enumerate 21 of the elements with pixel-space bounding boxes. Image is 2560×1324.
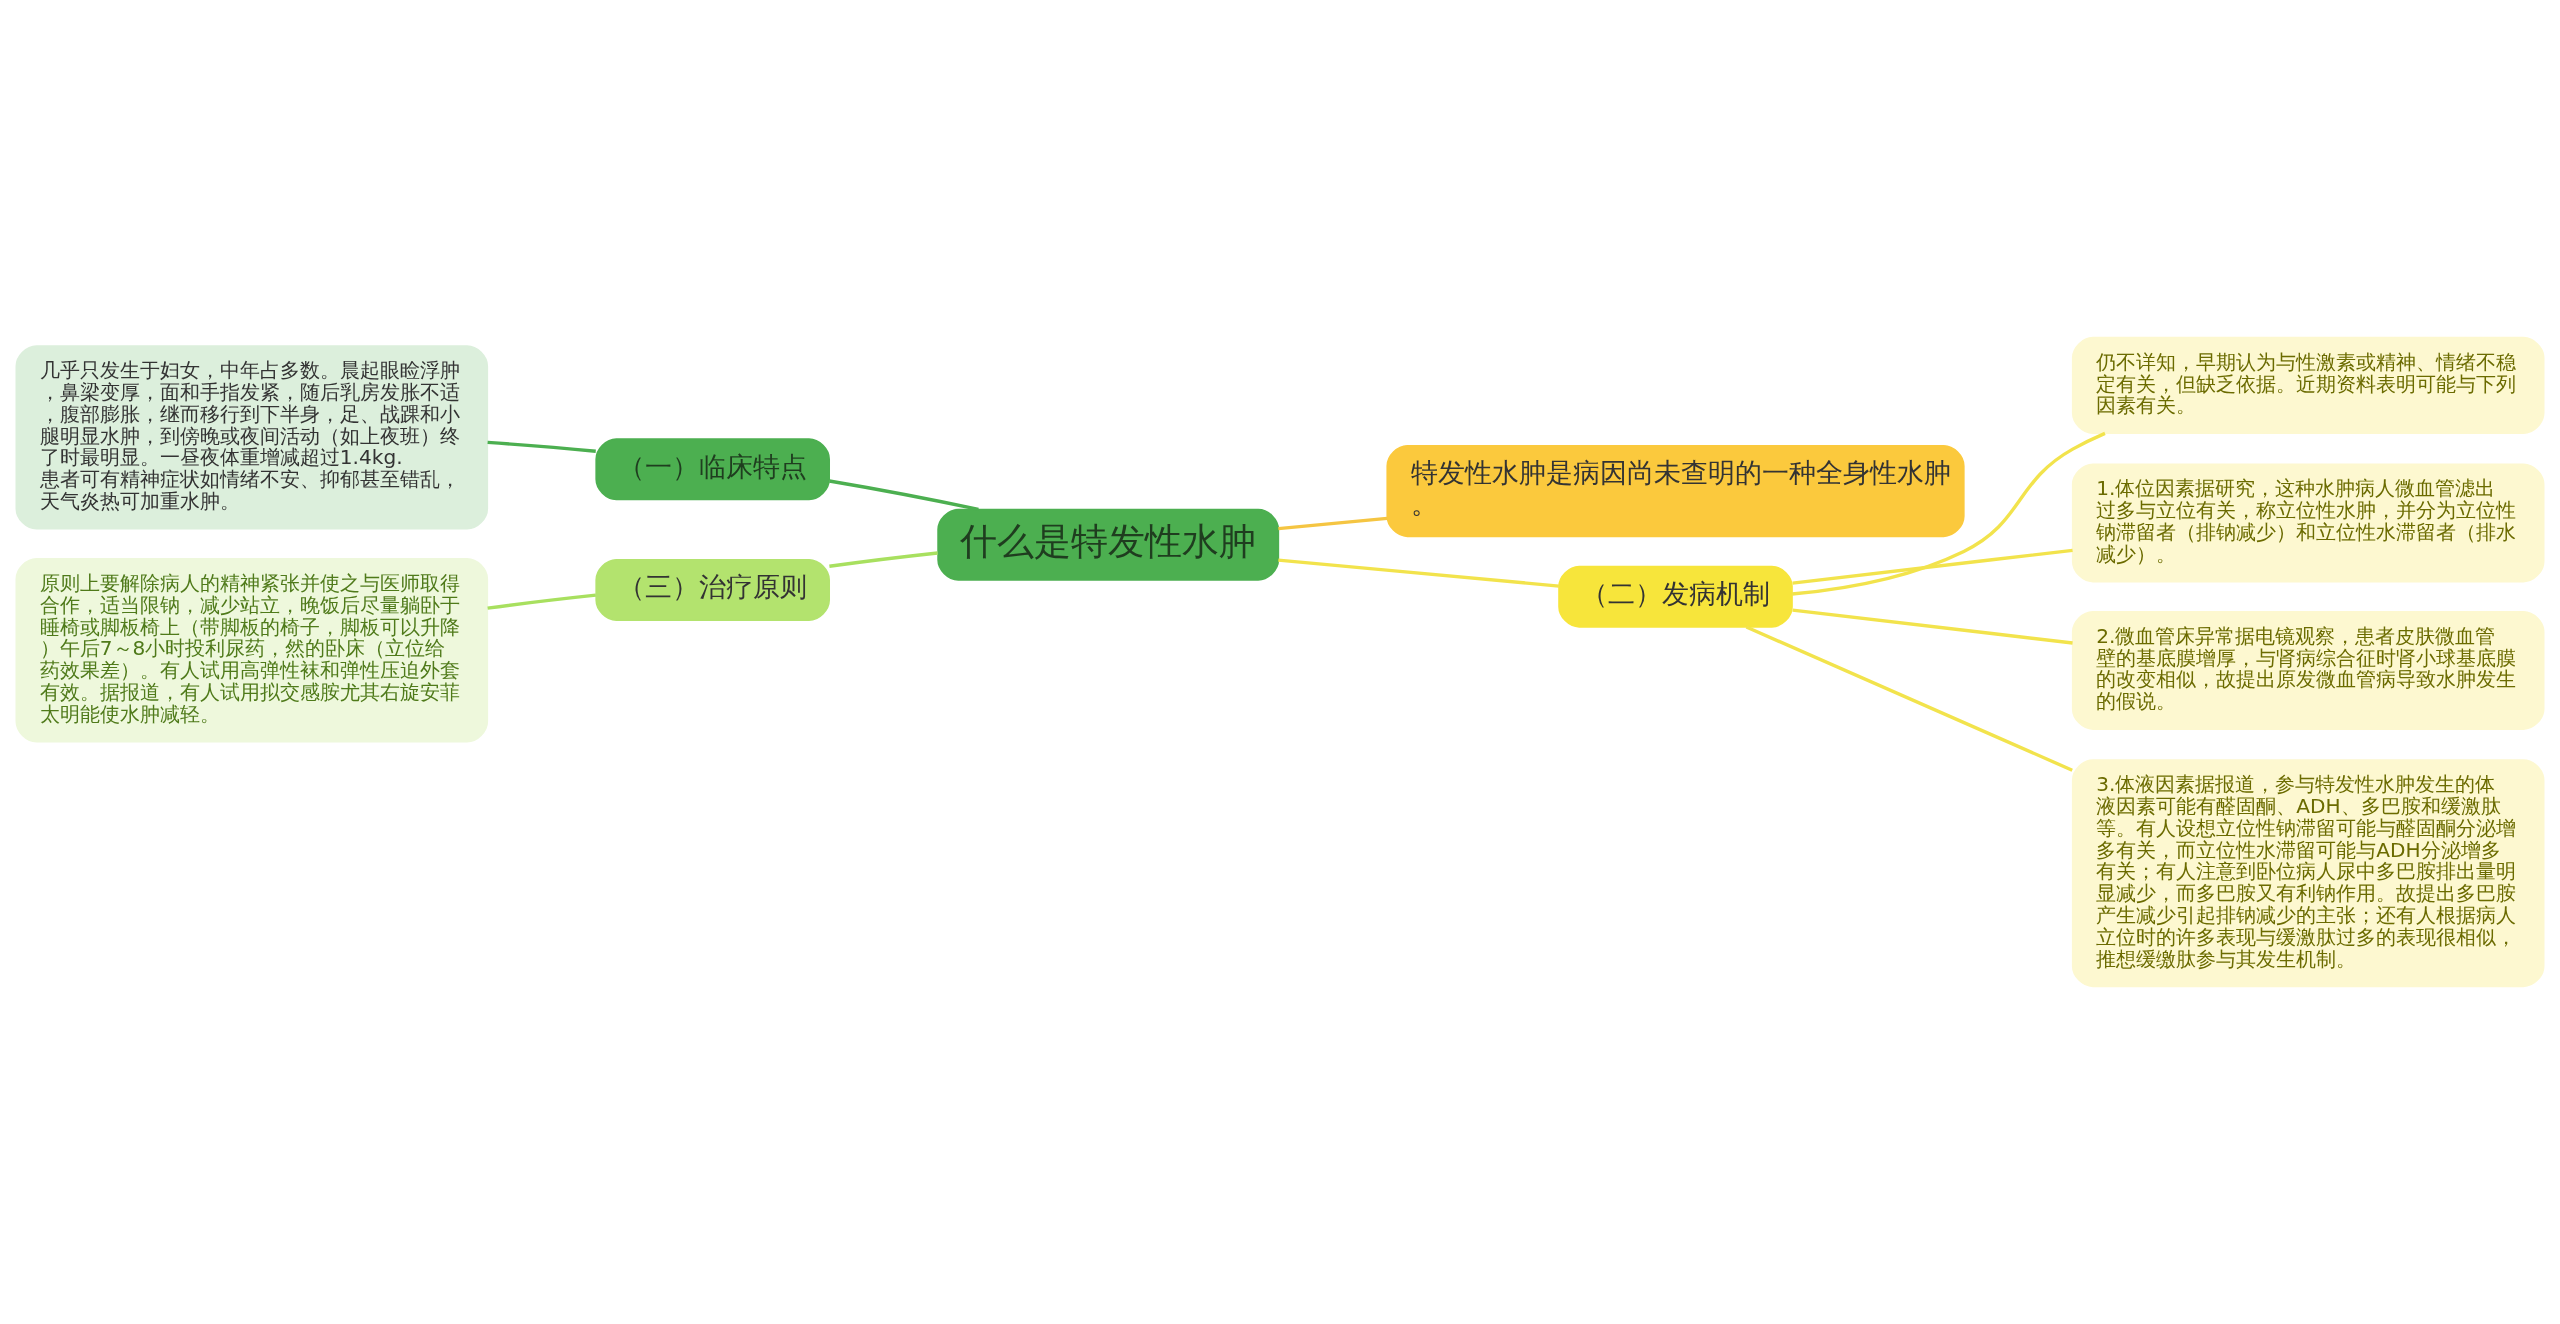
connector bbox=[829, 479, 979, 511]
connector bbox=[1278, 516, 1388, 531]
connector bbox=[1745, 625, 2073, 772]
connector bbox=[487, 593, 596, 610]
node-box: 1.体位因素据研究，这种水肿病人微血管滤出过多与立位有关，称立位性水肿，并分为立位性钠滞留者（排钠减少）和立位性水滞留者（排水减少）。 bbox=[2071, 463, 2545, 583]
node-box: （三）治疗原则 bbox=[595, 558, 830, 621]
connector bbox=[487, 440, 596, 453]
connector bbox=[1791, 431, 2106, 596]
node-box: 2.微血管床异常据电镜观察，患者皮肤微血管壁的基底膜增厚，与肾病综合征时肾小球基底膜的改变相似，故提出原发微血管病导致水肿发生的假说。 bbox=[2071, 610, 2545, 730]
node-box: 原则上要解除病人的精神紧张并使之与医师取得合作，适当限钠，减少站立，晚饭后尽量躺卧于睡椅或脚板椅上（带脚板的椅子，脚板可以升降）午后7～8小时投利尿药，然的卧床（立位给药效果差）。有人试用高弹性袜和弹性压迫外套有效。据报道，有人试用拟交感胺尤其右旋安菲太明能使水肿减轻。 bbox=[15, 558, 489, 743]
connector bbox=[1278, 558, 1560, 588]
node-box: 3.体液因素据报道，参与特发性水肿发生的体液因素可能有醛固酮、ADH、多巴胺和缓激肽等。有人设想立位性钠滞留可能与醛固酮分泌增多有关，而立位性水滞留可能与ADH分泌增多有关；有人注意到卧位病人尿中多巴胺排出量明显减少，而多巴胺又有利钠作用。故提出多巴胺产生减少引起排钠减少的主张；还有人根据病人立位时的许多表现与缓激肽过多的表现很相似，推想缓缴肽参与其发生机制。 bbox=[2071, 759, 2545, 988]
connector bbox=[1792, 608, 2073, 645]
connector bbox=[829, 551, 938, 568]
node-box: 什么是特发性水肿 bbox=[937, 508, 1280, 581]
node-box: （二）发病机制 bbox=[1558, 565, 1793, 628]
node-box: 特发性水肿是病因尚未查明的一种全身性水肿。 bbox=[1386, 444, 1965, 538]
node-box: 仍不详知，早期认为与性激素或精神、情绪不稳定有关，但缺乏依据。近期资料表明可能与下列因素有关。 bbox=[2071, 336, 2545, 435]
node-box: （一）临床特点 bbox=[595, 438, 830, 501]
connector bbox=[1792, 548, 2073, 585]
node-box: 几乎只发生于妇女，中年占多数。晨起眼睑浮肿，鼻梁变厚，面和手指发紧，随后乳房发胀不适，腹部膨胀，继而移行到下半身，足、战踝和小腿明显水肿，到傍晚或夜间活动（如上夜班）终了时最明显。一昼夜体重增减超过1.4kg.患者可有精神症状如情绪不安、抑郁甚至错乱，天气炎热可加重水肿。 bbox=[15, 345, 489, 530]
